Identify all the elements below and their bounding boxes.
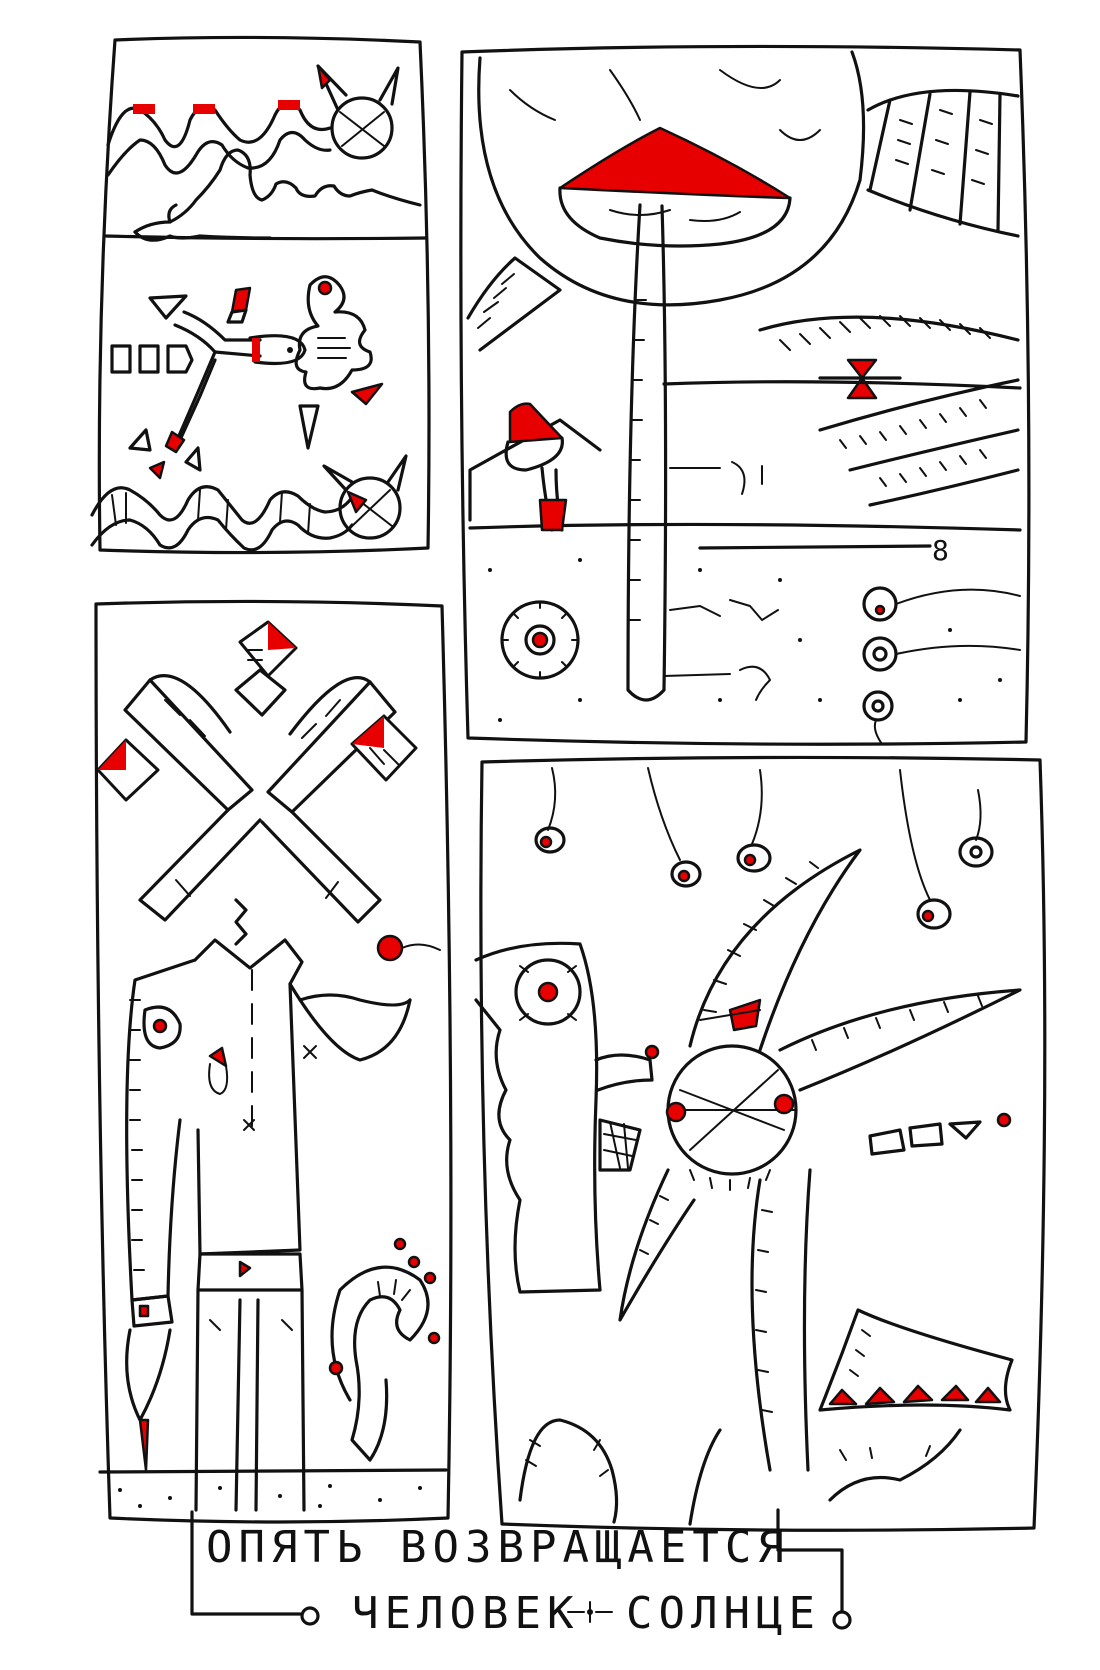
caption-word-solntse: СОЛНЦЕ (626, 1588, 821, 1639)
caption-area: ОПЯТЬ ВОЗВРАЩАЕТСЯ ЧЕЛОВЕК СОЛНЦЕ (190, 1508, 852, 1639)
panel-bottom-left (94, 599, 453, 1524)
caption-word-chelovek: ЧЕЛОВЕК (352, 1588, 579, 1639)
digit-8-label: 8 (932, 534, 955, 567)
caption-word-opyat: ОПЯТЬ (206, 1522, 368, 1573)
panel-top-right: 8 (459, 44, 1031, 746)
panel-bottom-right (474, 755, 1047, 1532)
panel-top-left (90, 35, 431, 555)
caption-word-vozvrashchaetsya: ВОЗВРАЩАЕТСЯ (400, 1522, 790, 1573)
